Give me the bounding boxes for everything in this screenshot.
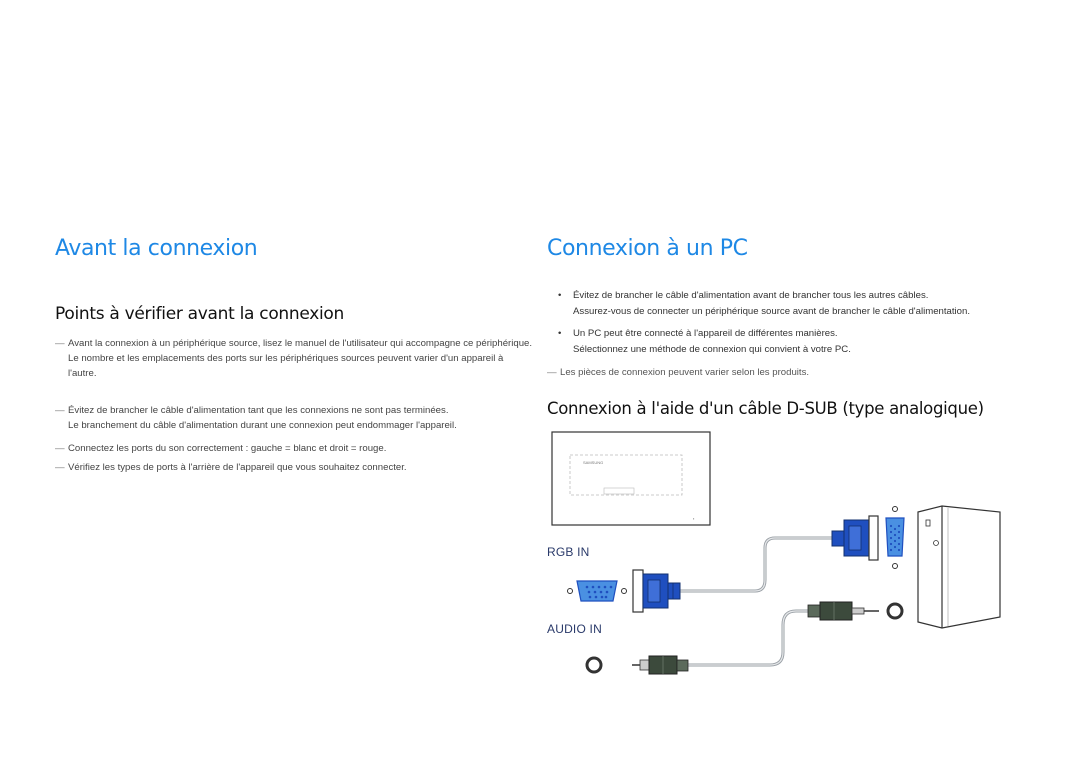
bullet-line: Un PC peut être connecté à l'appareil de… xyxy=(573,328,838,339)
audio-in-jack-icon xyxy=(585,656,603,674)
subsection-title-checkpoints: Points à vérifier avant la connexion xyxy=(55,304,344,324)
audio-cable xyxy=(688,609,808,667)
vga-plug-monitor-icon xyxy=(632,569,681,613)
bullet-line: Sélectionnez une méthode de connexion qu… xyxy=(573,343,851,355)
note-dash: — xyxy=(55,443,65,454)
pc-audio-jack-icon xyxy=(886,602,904,620)
note-line: Avant la connexion à un périphérique sou… xyxy=(68,338,533,349)
note-item: — Vérifiez les types de ports à l'arrièr… xyxy=(55,460,534,475)
rgb-in-label: RGB IN xyxy=(547,545,590,559)
note-line: Évitez de brancher le câble d'alimentati… xyxy=(68,405,449,416)
note-line: Le nombre et les emplacements des ports … xyxy=(68,353,504,379)
section-title-before-connection: Avant la connexion xyxy=(55,236,258,261)
subsection-title-dsub: Connexion à l'aide d'un câble D-SUB (typ… xyxy=(547,399,984,418)
audio-in-label: AUDIO IN xyxy=(547,622,602,636)
bullet-item: • Évitez de brancher le câble d'alimenta… xyxy=(558,288,1043,319)
bullet-line: Évitez de brancher le câble d'alimentati… xyxy=(573,290,929,301)
note-dash: — xyxy=(55,462,65,473)
section-title-pc-connection: Connexion à un PC xyxy=(547,236,748,261)
monitor-back: SAMSUNG ▪ xyxy=(551,431,711,526)
note-line: Le branchement du câble d'alimentation d… xyxy=(68,420,457,431)
audio-plug-pc-icon xyxy=(807,601,879,621)
note-dash: — xyxy=(55,338,65,349)
audio-plug-monitor-icon xyxy=(632,655,689,675)
note-line: Connectez les ports du son correctement … xyxy=(68,443,387,454)
vga-cable xyxy=(680,536,832,593)
pc-tower-icon xyxy=(917,505,1001,629)
note-text: Les pièces de connexion peuvent varier s… xyxy=(560,367,810,378)
bullet-item: • Un PC peut être connecté à l'appareil … xyxy=(558,326,1043,357)
bullet-dot: • xyxy=(558,328,562,339)
vga-plug-pc-icon xyxy=(831,515,879,561)
note-dash: — xyxy=(55,405,65,416)
bullet-line: Assurez-vous de connecter un périphériqu… xyxy=(573,305,971,317)
note-item: — Connectez les ports du son correctemen… xyxy=(55,441,534,456)
note-line: Vérifiez les types de ports à l'arrière … xyxy=(68,462,407,473)
note-item: — Les pièces de connexion peuvent varier… xyxy=(547,365,1040,380)
svg-text:▪: ▪ xyxy=(693,516,695,521)
note-item: — Avant la connexion à un périphérique s… xyxy=(55,336,534,381)
pc-vga-port-icon xyxy=(885,506,905,569)
note-item: — Évitez de brancher le câble d'alimenta… xyxy=(55,403,534,433)
monitor-brand-text: SAMSUNG xyxy=(583,460,603,465)
bullet-dot: • xyxy=(558,290,562,301)
note-dash: — xyxy=(547,367,557,378)
rgb-in-port-icon xyxy=(567,580,627,602)
